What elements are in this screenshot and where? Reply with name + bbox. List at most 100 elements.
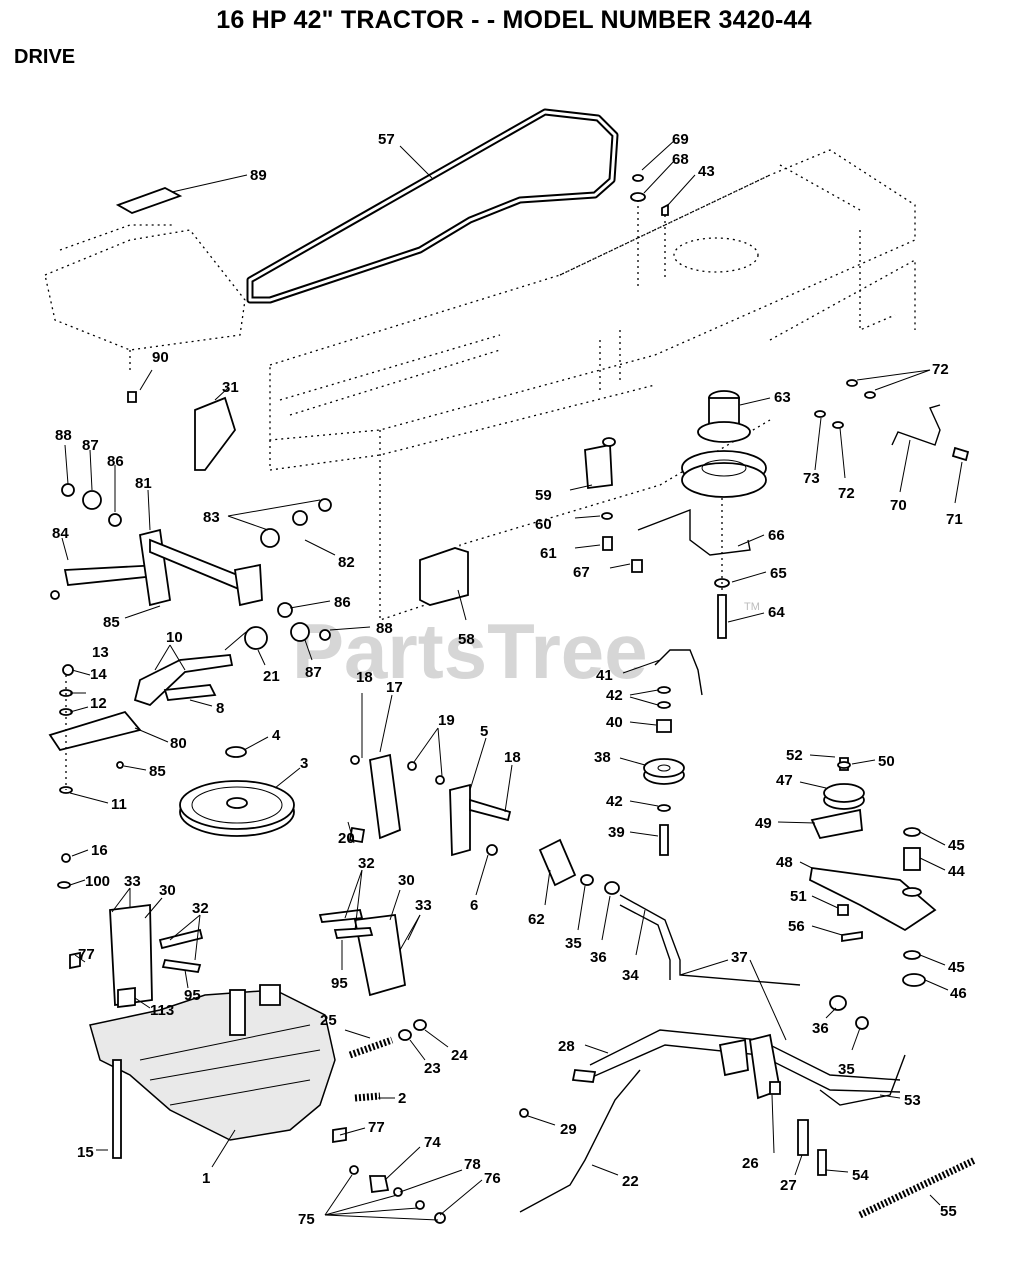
callout-83: 83 [203, 509, 220, 526]
callout-85: 85 [103, 614, 120, 631]
part-63-pulley [681, 390, 767, 498]
callout-66: 66 [768, 527, 785, 544]
callout-30: 30 [159, 882, 176, 899]
callout-72: 72 [932, 361, 949, 378]
callout-56: 56 [788, 918, 805, 935]
watermark-tm: TM [744, 601, 760, 613]
callout-52: 52 [786, 747, 803, 764]
callout-32: 32 [192, 900, 209, 917]
callout-8: 8 [216, 700, 224, 717]
callout-46: 46 [950, 985, 967, 1002]
callout-63: 63 [774, 389, 791, 406]
callout-18: 18 [356, 669, 373, 686]
callout-25: 25 [320, 1012, 337, 1029]
callout-35: 35 [565, 935, 582, 952]
callout-61: 61 [540, 545, 557, 562]
callout-24: 24 [451, 1047, 468, 1064]
callout-18: 18 [504, 749, 521, 766]
callout-41: 41 [596, 667, 613, 684]
callout-86: 86 [107, 453, 124, 470]
callout-81: 81 [135, 475, 152, 492]
callout-31: 31 [222, 379, 239, 396]
callout-68: 68 [672, 151, 689, 168]
callout-27: 27 [780, 1177, 797, 1194]
callout-22: 22 [622, 1173, 639, 1190]
callout-65: 65 [770, 565, 787, 582]
callout-10: 10 [166, 629, 183, 646]
callout-21: 21 [263, 668, 280, 685]
callout-95: 95 [331, 975, 348, 992]
tractor-frame [269, 149, 916, 621]
callout-12: 12 [90, 695, 107, 712]
callout-78: 78 [464, 1156, 481, 1173]
callout-32: 32 [358, 855, 375, 872]
callout-35: 35 [838, 1061, 855, 1078]
callout-34: 34 [622, 967, 639, 984]
watermark: PartsTree [292, 607, 648, 695]
callout-37: 37 [731, 949, 748, 966]
callout-5: 5 [480, 723, 488, 740]
callout-13: 13 [92, 644, 109, 661]
callout-85: 85 [149, 763, 166, 780]
callout-76: 76 [484, 1170, 501, 1187]
callout-55: 55 [940, 1203, 957, 1220]
callout-11: 11 [111, 796, 127, 813]
leader-lines [61, 139, 963, 1221]
callout-87: 87 [305, 664, 322, 681]
callout-54: 54 [852, 1167, 869, 1184]
callout-64: 64 [768, 604, 785, 621]
callout-49: 49 [755, 815, 772, 832]
callout-26: 26 [742, 1155, 759, 1172]
callout-42: 42 [606, 793, 623, 810]
callout-labels: 57 89 69 68 43 90 31 88 87 86 81 83 82 8… [52, 131, 967, 1228]
callout-3: 3 [300, 755, 308, 772]
callout-23: 23 [424, 1060, 441, 1077]
callout-60: 60 [535, 516, 552, 533]
callout-48: 48 [776, 854, 793, 871]
callout-20: 20 [338, 830, 355, 847]
callout-80: 80 [170, 735, 187, 752]
callout-74: 74 [424, 1134, 441, 1151]
callout-57: 57 [378, 131, 395, 148]
callout-77: 77 [368, 1119, 385, 1136]
callout-77: 77 [78, 946, 95, 963]
part-38-idler [643, 758, 685, 785]
callout-38: 38 [594, 749, 611, 766]
part-89-badge [115, 187, 183, 214]
callout-14: 14 [90, 666, 107, 683]
callout-89: 89 [250, 167, 267, 184]
callout-42: 42 [606, 687, 623, 704]
callout-36: 36 [590, 949, 607, 966]
part-1-transaxle [89, 984, 336, 1141]
part-57-drive-belt [246, 108, 619, 304]
callout-4: 4 [272, 727, 281, 744]
callout-19: 19 [438, 712, 455, 729]
callout-51: 51 [790, 888, 807, 905]
callout-1: 1 [202, 1170, 210, 1187]
callout-100: 100 [85, 873, 110, 890]
callout-70: 70 [890, 497, 907, 514]
section-label: DRIVE [14, 46, 76, 68]
diagram-title: 16 HP 42" TRACTOR - - MODEL NUMBER 3420-… [216, 6, 812, 34]
callout-29: 29 [560, 1121, 577, 1138]
callout-88: 88 [55, 427, 72, 444]
callout-58: 58 [458, 631, 475, 648]
callout-15: 15 [77, 1144, 94, 1161]
callout-86: 86 [334, 594, 351, 611]
part-47-idler [823, 783, 865, 810]
callout-75: 75 [298, 1211, 315, 1228]
callout-90: 90 [152, 349, 169, 366]
callout-45: 45 [948, 959, 965, 976]
callout-53: 53 [904, 1092, 921, 1109]
callout-28: 28 [558, 1038, 575, 1055]
callout-84: 84 [52, 525, 69, 542]
callout-36: 36 [812, 1020, 829, 1037]
callout-44: 44 [948, 863, 965, 880]
callout-62: 62 [528, 911, 545, 928]
callout-72: 72 [838, 485, 855, 502]
part-3-pulley [179, 780, 295, 837]
callout-71: 71 [946, 511, 963, 528]
callout-69: 69 [672, 131, 689, 148]
callout-43: 43 [698, 163, 715, 180]
fender-panel [44, 224, 246, 370]
